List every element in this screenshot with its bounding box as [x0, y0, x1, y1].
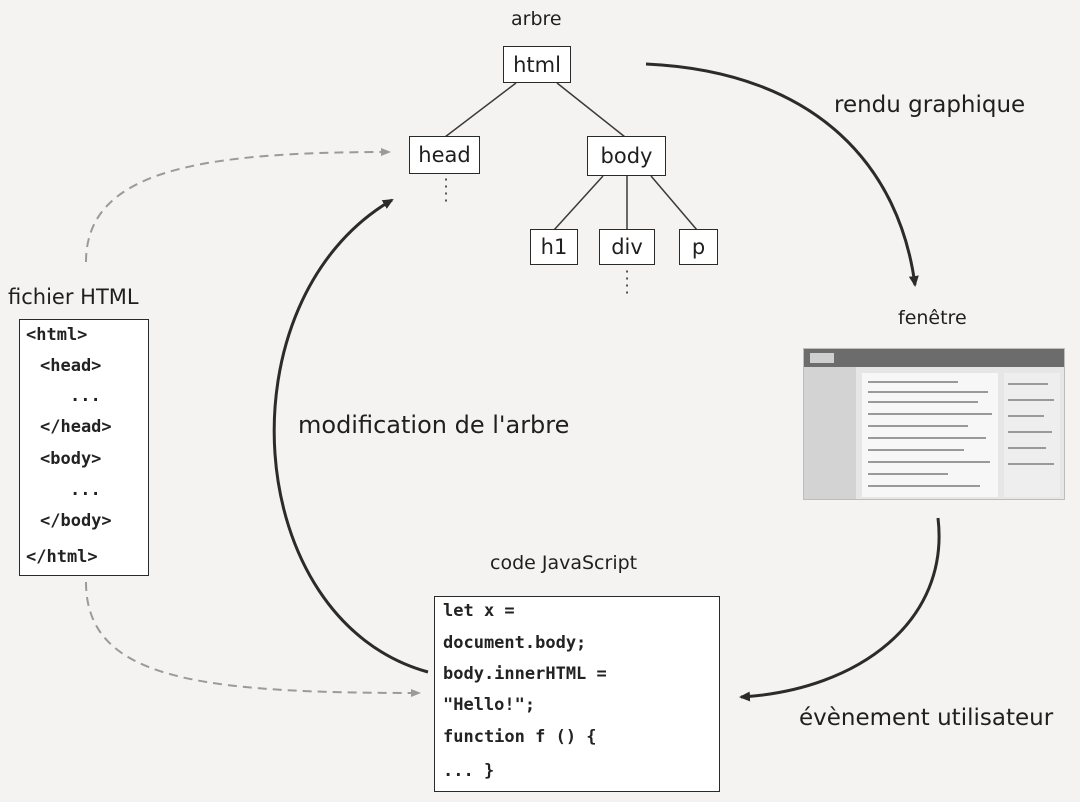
html-line: </html> — [26, 547, 98, 567]
thumb-content — [862, 373, 998, 497]
tree-node-html: html — [503, 46, 571, 83]
html-line: </head> — [40, 417, 112, 437]
render-arrow — [645, 62, 919, 287]
thumb-logo — [810, 353, 834, 363]
js-title: code JavaScript — [490, 552, 638, 574]
thumb-right-column — [1004, 373, 1060, 497]
js-line: ... } — [443, 761, 495, 781]
html-file-title: fichier HTML — [8, 285, 139, 309]
div-ellipsis: ···· — [624, 262, 630, 302]
js-code-box: let x = document.body; body.innerHTML = … — [434, 596, 720, 792]
html-line: <body> — [40, 449, 102, 469]
window-title: fenêtre — [898, 307, 967, 329]
head-ellipsis: ···· — [443, 170, 449, 210]
html-line: </body> — [40, 511, 112, 531]
thumb-sidebar — [804, 367, 856, 499]
tree-node-div: div — [599, 229, 655, 265]
event-label: évènement utilisateur — [799, 705, 1054, 731]
tree-node-h1: h1 — [530, 229, 578, 265]
browser-window-thumbnail — [803, 348, 1065, 500]
modify-arrow — [272, 198, 429, 674]
tree-node-p: p — [679, 229, 718, 265]
html-line: <head> — [40, 356, 102, 376]
edge-body-p — [650, 175, 698, 231]
modify-label: modification de l'arbre — [298, 411, 570, 439]
html-line: <html> — [26, 325, 88, 345]
html-file-box: <html> <head> ... </head> <body> ... </b… — [19, 319, 149, 576]
js-line: document.body; — [443, 633, 587, 653]
html-line: ... — [70, 386, 101, 406]
html-line: ... — [70, 480, 101, 500]
js-line: function f () { — [443, 727, 597, 747]
dashed-arrow-to-tree — [85, 148, 391, 263]
tree-title: arbre — [511, 8, 562, 30]
thumb-topbar — [804, 349, 1064, 367]
edge-html-body — [556, 82, 626, 138]
js-line: "Hello!"; — [443, 695, 536, 715]
js-line: body.innerHTML = — [443, 664, 607, 684]
tree-node-head: head — [409, 136, 480, 174]
edge-body-h1 — [553, 175, 604, 231]
tree-node-body: body — [587, 136, 666, 176]
js-line: let x = — [443, 601, 515, 621]
edge-html-head — [444, 82, 517, 138]
render-label: rendu graphique — [834, 92, 1026, 118]
event-arrow — [739, 517, 941, 702]
dashed-arrow-to-code — [85, 581, 421, 697]
